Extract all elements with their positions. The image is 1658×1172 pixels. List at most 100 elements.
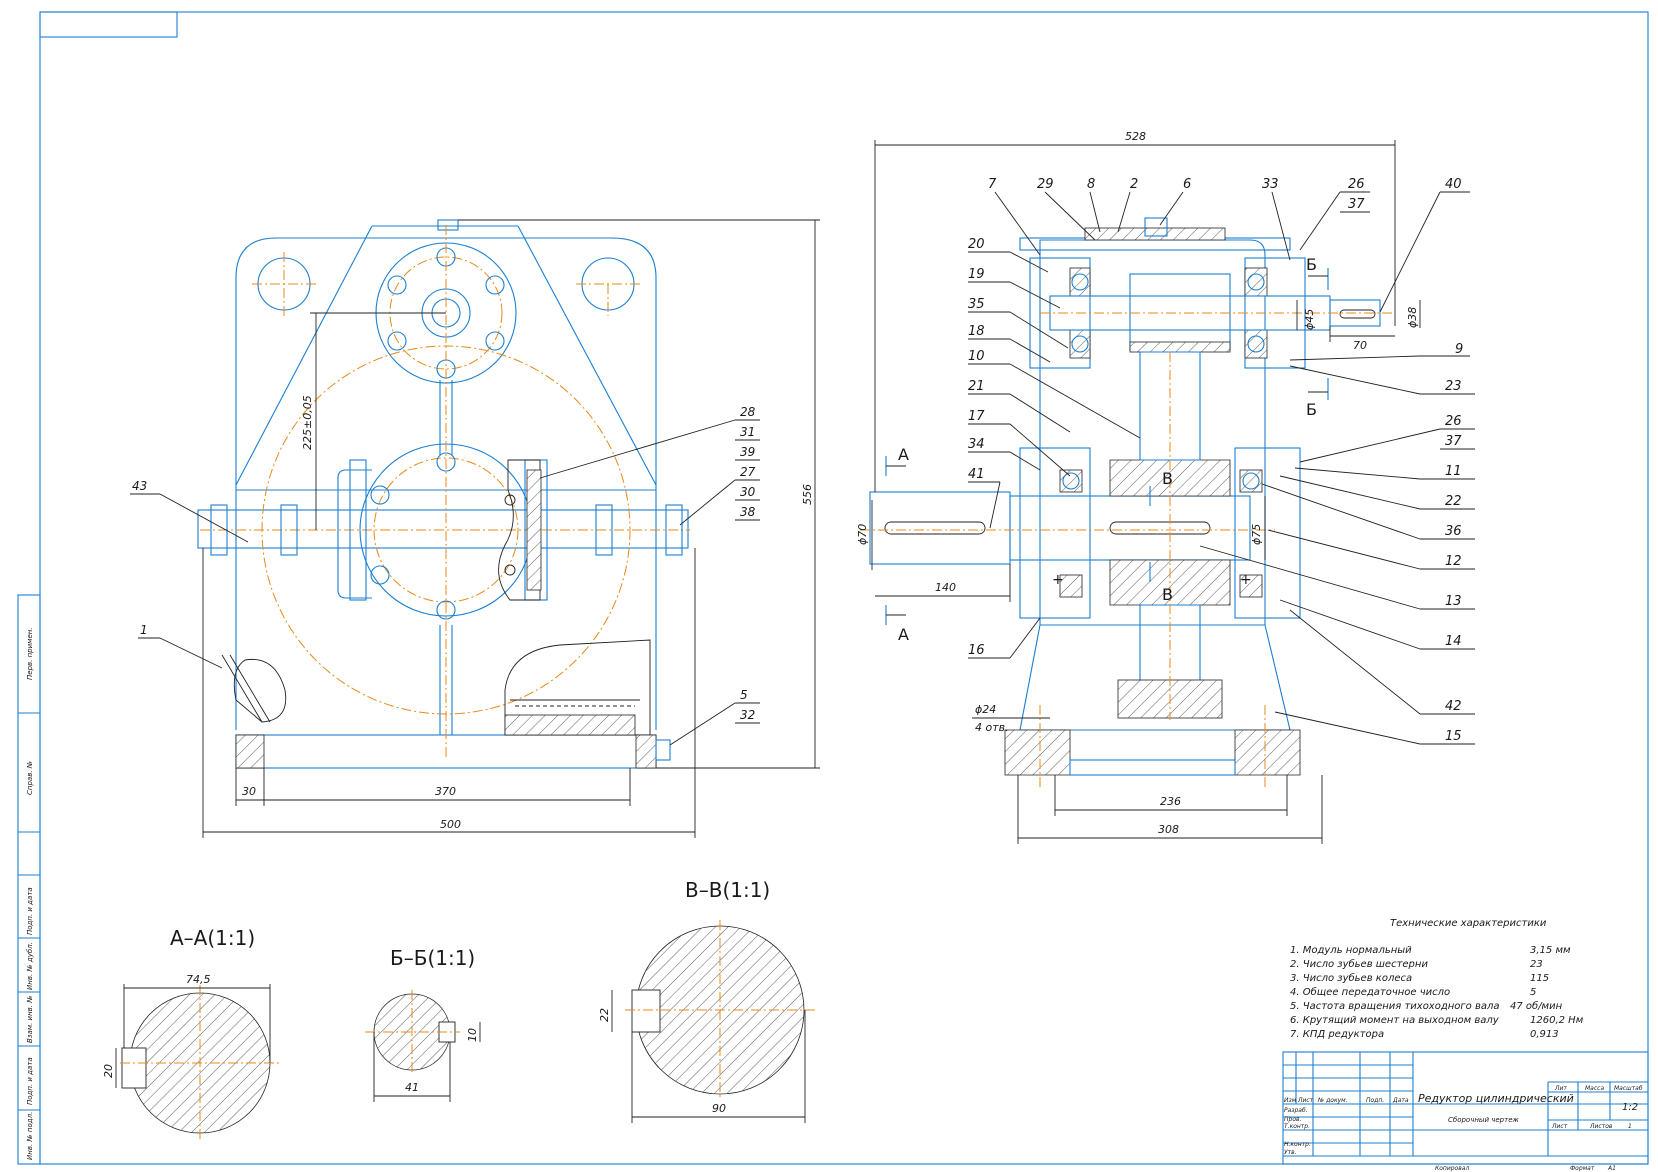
dim-20: 20 xyxy=(102,1064,115,1078)
section-b-top: Б xyxy=(1306,255,1317,274)
flange-bolts xyxy=(210,459,683,601)
side-callouts-left: 7 29 8 2 6 20 19 35 18 10 21 17 34 xyxy=(968,177,1191,659)
spec-name: 2. Число зубьев шестерни xyxy=(1290,958,1428,970)
spec-row: 7. КПД редуктора 0,913 xyxy=(1290,1029,1559,1040)
callout-33: 33 xyxy=(1262,177,1279,192)
title-block: Изм Лист № докум. Подп. Дата Разраб. Про… xyxy=(1282,1051,1649,1172)
callout-12: 12 xyxy=(1445,554,1462,569)
front-dimensions: 500 370 30 556 225±0,05 xyxy=(202,219,820,838)
dim-528: 528 xyxy=(1125,130,1146,143)
dim-90: 90 xyxy=(712,1102,726,1115)
side-strip-label: Подп. и дата xyxy=(26,1057,34,1105)
section-vv: В–В(1:1) 90 22 xyxy=(598,878,815,1123)
tb-scale-value: 1:2 xyxy=(1622,1102,1638,1113)
dim-370: 370 xyxy=(435,785,456,798)
tb-row-tcontr: Т.контр. xyxy=(1284,1123,1310,1130)
callout-7: 7 xyxy=(988,177,997,192)
spec-name: 4. Общее передаточное число xyxy=(1290,986,1450,998)
callout-8: 8 xyxy=(1087,177,1095,192)
tb-row-check: Пров. xyxy=(1284,1116,1302,1123)
tb-col-sign: Подп. xyxy=(1366,1097,1384,1104)
spec-value: 1260,2 Нм xyxy=(1530,1015,1584,1026)
spec-value: 0,913 xyxy=(1530,1029,1559,1040)
dim-745: 74,5 xyxy=(186,973,211,986)
spec-row: 6. Крутящий момент на выходном валу 1260… xyxy=(1290,1015,1584,1026)
section-markers: А А Б Б В В xyxy=(885,255,1329,644)
side-strip-label: Справ. № xyxy=(26,761,34,795)
tb-col-date: Дата xyxy=(1392,1097,1409,1104)
spec-value: 115 xyxy=(1530,973,1549,984)
section-a-bottom: А xyxy=(898,625,909,644)
dia-24: ϕ24 xyxy=(975,703,996,716)
tb-scale: Масштаб xyxy=(1614,1085,1643,1092)
tb-mass: Масса xyxy=(1585,1085,1604,1092)
spec-row: 1. Модуль нормальный 3,15 мм xyxy=(1290,945,1571,956)
tb-col-list: Лист xyxy=(1297,1097,1314,1104)
tb-lit: Лит xyxy=(1554,1085,1567,1092)
dim-236: 236 xyxy=(1160,795,1181,808)
callout-21: 21 xyxy=(968,379,985,394)
callout-5: 5 xyxy=(740,688,748,702)
tb-row-ncontr: Н.контр. xyxy=(1284,1141,1311,1148)
spec-row: 2. Число зубьев шестерни 23 xyxy=(1290,958,1543,970)
callout-37b: 37 xyxy=(1445,434,1462,449)
section-bb-title: Б–Б(1:1) xyxy=(390,946,475,970)
plus-mark: + xyxy=(1240,572,1252,588)
spec-row: 4. Общее передаточное число 5 xyxy=(1290,986,1536,998)
callout-34: 34 xyxy=(968,437,985,452)
tb-doc-type: Сборочный чертеж xyxy=(1448,1116,1519,1124)
spec-row: 5. Частота вращения тихоходного вала 47 … xyxy=(1290,1000,1563,1012)
spec-value: 23 xyxy=(1530,959,1543,970)
specs-title: Технические характеристики xyxy=(1390,918,1547,929)
section-aa: А–А(1:1) 74,5 20 xyxy=(102,926,280,1140)
callout-23: 23 xyxy=(1445,379,1462,394)
tb-sheets: Листов xyxy=(1589,1123,1613,1130)
callout-26: 26 xyxy=(1348,177,1365,192)
front-callouts: 43 1 28 31 39 27 30 38 5 32 xyxy=(130,405,760,746)
tb-row-approved: Утв. xyxy=(1284,1149,1297,1156)
front-view: 500 370 30 556 225±0,05 43 1 xyxy=(130,219,820,838)
specs-block: Технические характеристики 1. Модуль нор… xyxy=(1290,918,1584,1040)
side-strip-label: Взам. инв. № xyxy=(26,995,34,1043)
spec-value: 3,15 мм xyxy=(1530,945,1571,956)
callout-9: 9 xyxy=(1455,342,1463,357)
callout-2: 2 xyxy=(1130,177,1138,192)
callout-1: 1 xyxy=(140,623,148,637)
callout-14: 14 xyxy=(1445,634,1462,649)
callout-22: 22 xyxy=(1445,494,1462,509)
dim-30: 30 xyxy=(242,785,256,798)
callout-30: 30 xyxy=(740,485,756,499)
callout-31: 31 xyxy=(740,425,755,439)
tb-sheets-value: 1 xyxy=(1628,1123,1632,1130)
callout-16: 16 xyxy=(968,643,985,658)
tb-format: Формат xyxy=(1570,1165,1595,1172)
section-aa-title: А–А(1:1) xyxy=(170,926,255,950)
side-strip-labels: Перв. примен. Справ. № Подп. и дата Инв.… xyxy=(26,627,34,1160)
dim-10: 10 xyxy=(466,1028,479,1042)
side-view: + + А А Б Б В В 528 xyxy=(856,130,1475,844)
callout-39: 39 xyxy=(740,445,755,459)
tb-col-doc: № докум. xyxy=(1317,1097,1348,1104)
tb-sheet: Лист xyxy=(1551,1123,1568,1130)
spec-value: 47 об/мин xyxy=(1510,1000,1563,1012)
callout-6: 6 xyxy=(1183,177,1191,192)
callout-38: 38 xyxy=(740,505,756,519)
side-strip-label: Инв. № дубл. xyxy=(26,942,34,990)
plus-mark: + xyxy=(1052,572,1064,588)
spec-name: 5. Частота вращения тихоходного вала xyxy=(1290,1001,1500,1012)
tb-format-value: A1 xyxy=(1607,1165,1616,1172)
callout-27: 27 xyxy=(740,465,756,479)
callout-32: 32 xyxy=(740,708,755,722)
side-strip-label: Подп. и дата xyxy=(26,887,34,935)
dim-308: 308 xyxy=(1158,823,1179,836)
dim-41: 41 xyxy=(405,1081,419,1094)
callout-20: 20 xyxy=(968,237,985,252)
section-a-top: А xyxy=(898,445,909,464)
dim-22: 22 xyxy=(598,1008,611,1022)
callout-42: 42 xyxy=(1445,699,1462,714)
spec-value: 5 xyxy=(1530,987,1536,998)
side-dimensions: 528 140 70 308 236 ϕ70 ϕ75 ϕ45 ϕ38 ϕ24 xyxy=(856,130,1421,844)
callout-43: 43 xyxy=(132,479,147,493)
section-v-top: В xyxy=(1162,469,1173,488)
